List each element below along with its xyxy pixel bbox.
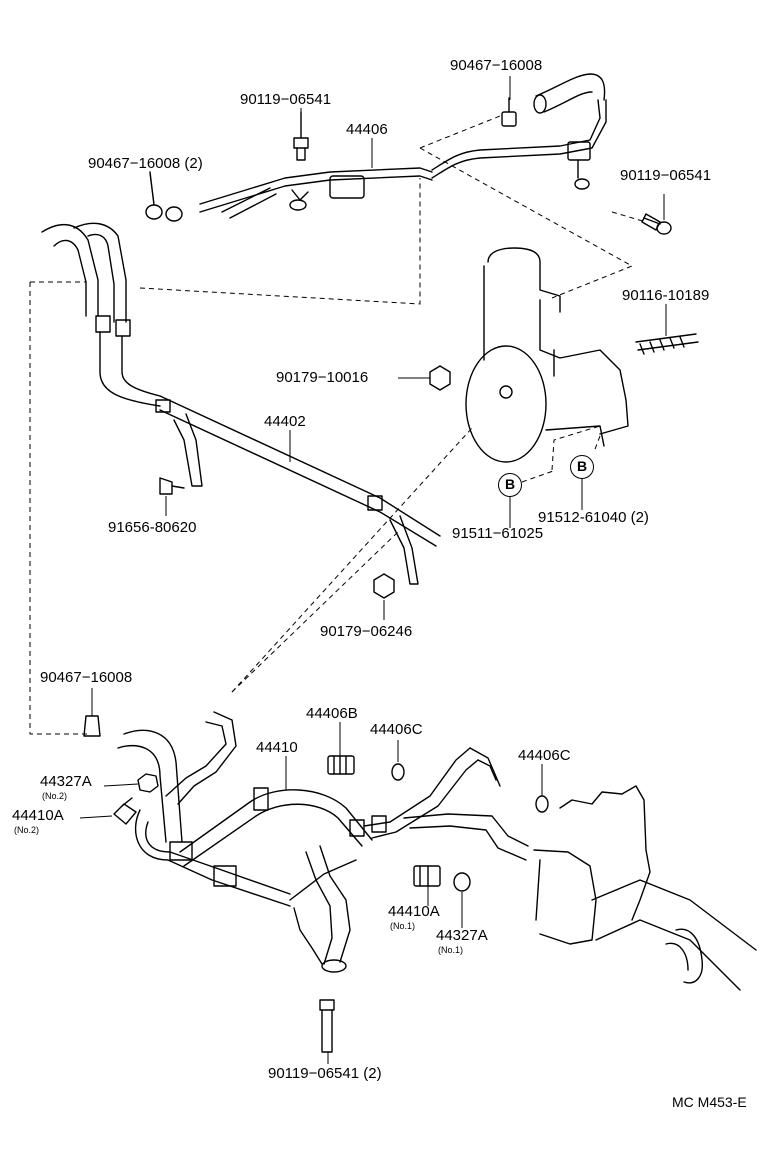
label-90467-16008-low: 90467−16008 bbox=[40, 669, 133, 686]
steering-gear-housing bbox=[533, 785, 757, 991]
label-90119-06541-right: 90119−06541 bbox=[620, 167, 712, 184]
clamp-90467-low bbox=[83, 715, 101, 737]
bolt-90119-bottom bbox=[319, 999, 335, 1053]
label-90467-16008-pair: 90467−16008 (2) bbox=[88, 155, 203, 172]
gasket-44327A-no1 bbox=[453, 872, 471, 892]
union-44410A-no2 bbox=[113, 797, 137, 825]
union-44406B bbox=[327, 755, 355, 775]
nut-44327A-no2 bbox=[137, 773, 159, 793]
label-44406C-b: 44406C bbox=[518, 747, 571, 764]
power-steering-pump bbox=[465, 247, 629, 463]
label-44410: 44410 bbox=[256, 739, 298, 756]
label-90119-06541-bottom: 90119−06541 (2) bbox=[268, 1065, 382, 1082]
clamps-90467-pair bbox=[145, 171, 183, 222]
gasket-44406C-b bbox=[535, 795, 549, 813]
label-90179-10016: 90179−10016 bbox=[276, 369, 369, 386]
label-44406: 44406 bbox=[346, 121, 388, 138]
label-44327A-no1: 44327A bbox=[436, 927, 488, 944]
callout-b-left: B bbox=[498, 473, 522, 497]
left-u-hoses bbox=[41, 222, 161, 407]
label-44327A-no1-sub: (No.1) bbox=[438, 945, 464, 955]
bolt-90119-right bbox=[641, 213, 672, 235]
label-44406C-a: 44406C bbox=[370, 721, 423, 738]
label-91511-61025: 91511−61025 bbox=[452, 525, 544, 542]
nut-90179-06246 bbox=[373, 573, 395, 599]
label-90179-06246: 90179−06246 bbox=[320, 623, 413, 640]
top-right-hose bbox=[533, 73, 606, 190]
return-tube-44406 bbox=[199, 99, 607, 219]
label-44410A-no2: 44410A bbox=[12, 807, 64, 824]
label-44327A-no2-sub: (No.2) bbox=[42, 791, 68, 801]
label-44410A-no2-sub: (No.2) bbox=[14, 825, 40, 835]
gasket-44406C-a bbox=[391, 763, 405, 781]
nut-90179-10016 bbox=[429, 365, 451, 391]
union-44410A-no1 bbox=[413, 865, 441, 887]
stud-90116 bbox=[635, 333, 699, 355]
label-44327A-no2: 44327A bbox=[40, 773, 92, 790]
label-90467-16008-top: 90467−16008 bbox=[450, 57, 543, 74]
figure-code: MC M453-E bbox=[672, 1094, 747, 1110]
clamp-90467-top bbox=[501, 97, 517, 127]
label-44402: 44402 bbox=[264, 413, 306, 430]
label-91656-80620: 91656-80620 bbox=[108, 519, 197, 536]
pressure-tube-44402 bbox=[155, 395, 441, 585]
label-90116-10189: 90116-10189 bbox=[622, 287, 710, 304]
callout-b-right: B bbox=[570, 455, 594, 479]
label-44410A-no1-sub: (No.1) bbox=[390, 921, 416, 931]
label-44406B: 44406B bbox=[306, 705, 358, 722]
bolt-91656 bbox=[159, 477, 185, 495]
label-44410A-no1: 44410A bbox=[388, 903, 440, 920]
label-91512-61040: 91512-61040 (2) bbox=[538, 509, 649, 526]
hose-assembly-44410 bbox=[117, 711, 529, 973]
label-90119-06541-top: 90119−06541 bbox=[240, 91, 332, 108]
